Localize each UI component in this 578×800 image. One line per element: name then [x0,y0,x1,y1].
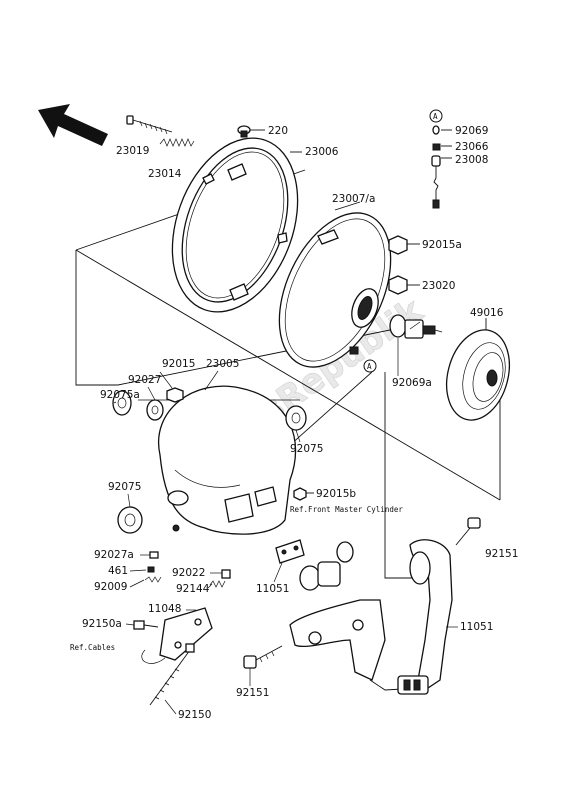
nut-92015a [388,235,420,255]
label-92015: 92015 [162,358,195,370]
label-92027a: 92027a [94,549,134,561]
label-92009: 92009 [94,581,127,593]
label-92069a: 92069a [392,377,432,389]
label-49016: 49016 [470,307,504,319]
marker-a-lower: A [363,359,377,373]
collar-92027 [146,399,164,421]
bracket-11051-mid [275,539,354,591]
bulb-92069a [389,314,443,339]
label-11048: 11048 [148,603,181,615]
bracket-11051-right [397,539,453,695]
label-220: 220 [268,125,288,137]
small-fasteners [144,551,231,588]
label-92069: 92069 [455,125,488,137]
bolt-92151-bottom [243,645,283,669]
label-92022: 92022 [172,567,205,579]
ref-cables: Ref.Cables [70,643,115,652]
label-92027: 92027 [128,374,161,386]
label-23005: 23005 [206,358,239,370]
marker-a-top: A [429,109,443,123]
lower-bracket [289,599,421,691]
position-lamp-set [431,125,452,209]
headlight-housing-23005 [157,385,297,535]
label-23020: 23020 [422,280,455,292]
dust-cover-49016 [446,318,510,421]
direction-arrow-icon [38,104,108,146]
label-92015a: 92015a [422,239,462,251]
bolt-92150a [133,620,159,630]
part-labels: 23019 23014 220 23006 92069 23066 23008 … [82,125,518,721]
bolt-92151-right [455,517,481,546]
svg-text:A: A [367,362,372,371]
label-92075a: 92075a [100,389,140,401]
label-92150a: 92150a [82,618,122,630]
leader-lines [113,321,458,715]
spring-23014 [159,138,195,147]
label-92075-left: 92075 [108,481,141,493]
grommet-92075a [112,390,132,416]
grommet-92075-left [117,506,143,534]
label-23066: 23066 [455,141,489,153]
label-92015b: 92015b [316,488,356,500]
label-11051-mid: 11051 [256,583,289,595]
nut-92015b [293,487,314,501]
screw-220 [237,125,265,138]
bolt-92150 [149,643,195,706]
label-92151-bottom: 92151 [236,687,269,699]
headlight-rim-23006 [171,137,302,313]
label-23019: 23019 [116,145,149,157]
label-92144: 92144 [176,583,210,595]
screw-23019 [126,115,173,135]
bracket-11048 [141,607,213,664]
ref-front-master-cylinder: Ref.Front Master Cylinder [290,505,403,514]
label-461: 461 [108,565,128,577]
nut-92015 [166,387,184,403]
nut-23020 [388,275,420,295]
label-92075-right: 92075 [290,443,323,455]
label-92151-right: 92151 [485,548,518,560]
headlight-unit-23007a [278,201,392,368]
label-11051-right: 11051 [460,621,493,633]
grommet-92075-right [285,405,307,431]
label-23008: 23008 [455,154,488,166]
label-23014: 23014 [148,168,182,180]
label-92150: 92150 [178,709,211,721]
svg-text:A: A [433,112,438,121]
label-23006: 23006 [305,146,339,158]
label-23007a: 23007/a [332,193,375,205]
